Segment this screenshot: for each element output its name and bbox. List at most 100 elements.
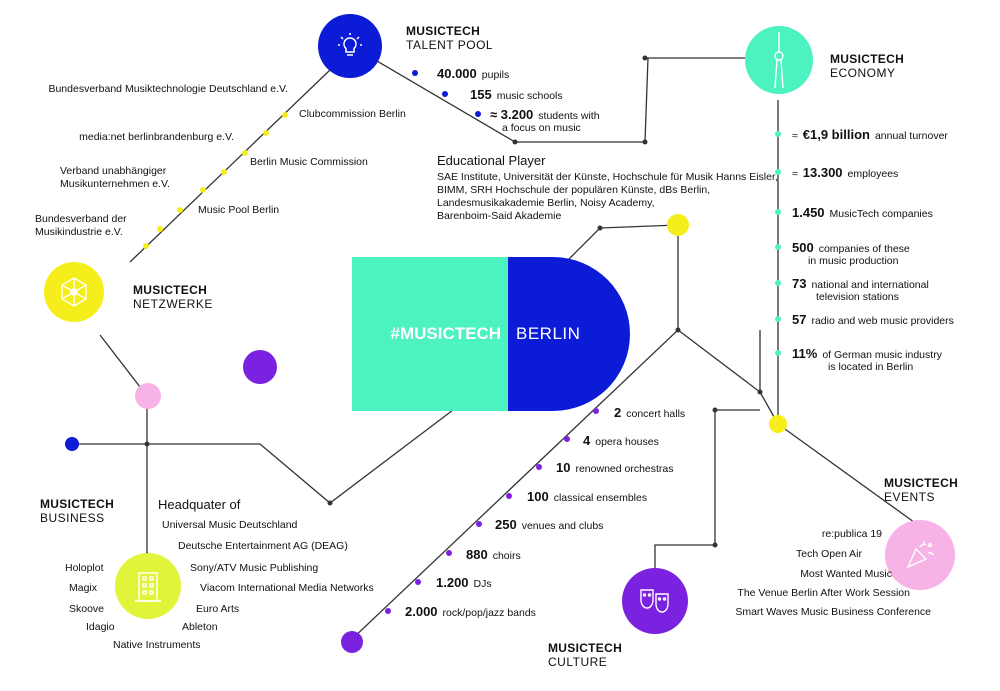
business-item-5: Euro Arts <box>196 603 240 615</box>
line-dot <box>144 441 150 447</box>
educational-title: Educational Player <box>437 153 546 168</box>
line-dot <box>775 280 781 286</box>
business-item-1: Universal Music Deutschland <box>162 519 298 531</box>
line-dot <box>177 207 183 213</box>
line-dot <box>242 150 248 156</box>
line-dot <box>385 608 391 614</box>
line-dot <box>675 327 681 333</box>
economy-stat-7: 11%of German music industry is located i… <box>792 346 942 373</box>
talent-pool-icon-circle <box>318 14 382 78</box>
center-city: BERLIN <box>516 324 581 343</box>
event-item-2: Tech Open Air <box>796 548 862 560</box>
line-dot <box>775 131 781 137</box>
line-dot <box>415 579 421 585</box>
theater-masks-icon <box>640 589 669 613</box>
line-dot <box>597 225 603 231</box>
talent-pool-heading: MUSICTECH TALENT POOL <box>406 24 493 52</box>
line-dot <box>412 70 418 76</box>
line-dot <box>475 111 481 117</box>
party-popper-icon <box>906 541 934 569</box>
network-item-4: Berlin Music Commission <box>250 156 368 168</box>
yellow-node-top <box>667 214 689 236</box>
line-dot <box>712 407 718 413</box>
business-item-6: Ableton <box>182 621 218 633</box>
blue-node <box>65 437 79 451</box>
network-item-2: Clubcommission Berlin <box>299 108 406 120</box>
pink-node <box>135 383 161 409</box>
talent-stat-2: 155 music schools <box>470 87 563 102</box>
event-item-1: re:publica 19 <box>821 528 882 540</box>
event-item-4: The Venue Berlin After Work Session <box>737 587 910 599</box>
networks-heading: MUSICTECH NETZWERKE <box>133 283 213 311</box>
business-item-2: Deutsche Entertainment AG (DEAG) <box>178 540 348 552</box>
line-dot <box>476 521 482 527</box>
educational-player: Educational Player SAE Institute, Univer… <box>437 153 778 222</box>
business-left-2: Magix <box>69 582 98 594</box>
center-block-left: #MUSICTECH <box>352 257 509 411</box>
culture-icon-circle <box>622 568 688 634</box>
network-item-7: Bundesverband der Musikindustrie e.V. <box>35 213 127 238</box>
events-heading: MUSICTECH EVENTS <box>884 476 959 504</box>
line-dot <box>512 139 518 145</box>
violet-node-bottom <box>341 631 363 653</box>
line-dot <box>642 55 648 61</box>
business-bottom: Native Instruments <box>113 639 201 651</box>
line-dot <box>712 542 718 548</box>
network-item-5: Verband unabhängiger Musikunternehmen e.… <box>60 165 170 190</box>
talent-pool-subtitle: TALENT POOL <box>406 38 494 52</box>
business-item-4: Viacom International Media Networks <box>200 582 374 594</box>
networks-icon-circle <box>44 262 104 322</box>
violet-dot-left <box>243 350 277 384</box>
line-dot <box>506 493 512 499</box>
business-left-4: Idagio <box>86 621 115 633</box>
building-icon <box>135 572 161 602</box>
tv-tower-icon <box>774 32 784 88</box>
line-dot <box>442 91 448 97</box>
talent-stat-1: 40.000 pupils <box>437 66 510 81</box>
business-icon-circle <box>115 553 181 619</box>
line-dot <box>564 436 570 442</box>
business-left-3: Skoove <box>69 603 105 615</box>
line-dot <box>282 112 288 118</box>
event-item-3: Most Wanted Music <box>800 568 892 580</box>
center-hashtag: #MUSICTECH <box>390 324 501 343</box>
business-left-1: Holoplot <box>65 562 104 574</box>
line-dot <box>757 389 763 395</box>
headquarter-title: Headquater of <box>158 497 241 512</box>
economy-icon-circle <box>745 26 813 94</box>
lightbulb-icon <box>338 33 362 56</box>
network-item-1: Bundesverband Musiktechnologie Deutschla… <box>48 83 288 95</box>
line-dot <box>642 139 648 145</box>
yellow-node-events <box>769 415 787 433</box>
line-dot <box>775 350 781 356</box>
culture-heading: MUSICTECH CULTURE <box>548 641 623 669</box>
line-dot <box>157 226 163 232</box>
line-dot <box>200 187 206 193</box>
event-item-5: Smart Waves Music Business Conference <box>735 606 931 618</box>
talent-stat-3: ≈ 3.200 students with a focus on music <box>490 107 600 134</box>
center-block-right: BERLIN <box>508 257 630 411</box>
line-dot <box>327 500 333 506</box>
line-dot <box>263 130 269 136</box>
line-dot <box>775 316 781 322</box>
line-dot <box>593 408 599 414</box>
line-dot <box>536 464 542 470</box>
business-heading: MUSICTECH BUSINESS <box>40 497 115 525</box>
economy-heading: MUSICTECH ECONOMY <box>830 52 905 80</box>
events-icon-circle <box>885 520 955 590</box>
line-dot <box>446 550 452 556</box>
